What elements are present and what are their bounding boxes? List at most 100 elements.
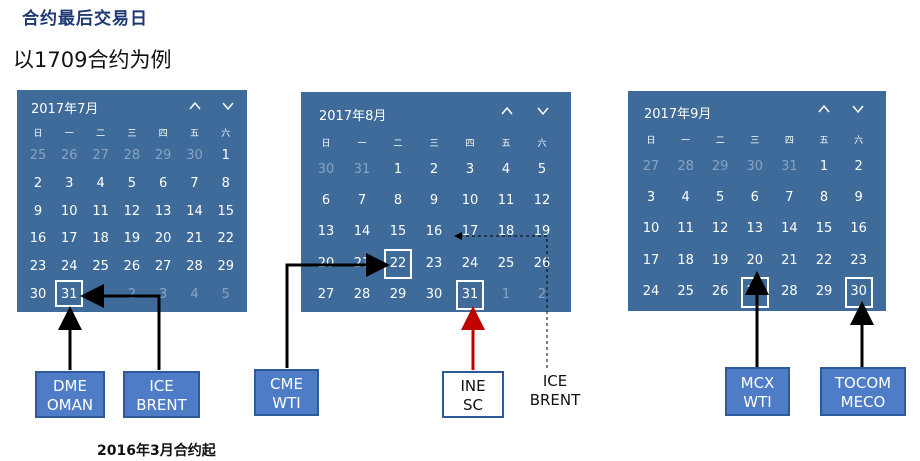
calendar-day[interactable]: 30	[186, 148, 203, 163]
calendar-day[interactable]: 19	[711, 252, 729, 268]
calendar-day[interactable]: 4	[190, 287, 199, 302]
calendar-day[interactable]: 25	[497, 255, 515, 271]
calendar-day[interactable]: 18	[677, 252, 694, 268]
calendar-day[interactable]: 14	[353, 224, 371, 240]
chevron-up-icon[interactable]	[818, 103, 830, 115]
calendar-day[interactable]: 25	[92, 259, 109, 275]
calendar-day[interactable]: 5	[221, 287, 230, 302]
calendar-day[interactable]: 13	[317, 224, 335, 240]
calendar-day[interactable]: 31	[61, 287, 78, 302]
chevron-up-icon[interactable]	[189, 100, 201, 112]
calendar-day[interactable]: 1	[393, 162, 403, 177]
calendar-day[interactable]: 13	[154, 203, 172, 219]
calendar-day[interactable]: 23	[425, 255, 443, 271]
calendar-day[interactable]: 27	[642, 159, 660, 174]
calendar-day[interactable]: 2	[854, 159, 863, 174]
calendar-day[interactable]: 8	[221, 175, 230, 191]
calendar-day[interactable]: 10	[61, 203, 78, 219]
calendar-day[interactable]: 16	[29, 231, 47, 247]
calendar-day[interactable]: 29	[815, 283, 833, 299]
calendar-day[interactable]: 27	[317, 286, 335, 302]
calendar-day[interactable]: 6	[750, 190, 759, 206]
calendar-day[interactable]: 6	[321, 193, 331, 209]
calendar-day[interactable]: 25	[677, 283, 694, 299]
calendar-day[interactable]: 7	[190, 175, 199, 191]
calendar-day[interactable]: 26	[61, 148, 78, 163]
calendar-day[interactable]: 12	[533, 193, 551, 209]
calendar-day[interactable]: 29	[389, 286, 407, 302]
calendar-day[interactable]: 24	[461, 255, 479, 271]
calendar-day[interactable]: 15	[217, 203, 235, 219]
calendar-day[interactable]: 2	[537, 286, 547, 302]
calendar-day[interactable]: 28	[677, 159, 694, 174]
calendar-day[interactable]: 25	[29, 148, 47, 163]
calendar-day[interactable]: 28	[353, 286, 371, 302]
calendar-day[interactable]: 6	[159, 175, 168, 191]
calendar-day[interactable]: 5	[716, 190, 725, 206]
calendar-day[interactable]: 30	[850, 283, 867, 299]
calendar-day[interactable]: 15	[389, 224, 407, 240]
calendar-day[interactable]: 24	[61, 259, 78, 275]
calendar-day[interactable]: 17	[642, 252, 660, 268]
calendar-day[interactable]: 20	[154, 231, 172, 247]
calendar-day[interactable]: 22	[815, 252, 833, 268]
calendar-day[interactable]: 21	[186, 231, 203, 247]
calendar-day[interactable]: 26	[533, 255, 551, 271]
calendar-day[interactable]: 18	[92, 231, 109, 247]
calendar-day[interactable]: 8	[393, 193, 403, 209]
calendar-day[interactable]: 5	[537, 162, 547, 177]
calendar-day[interactable]: 3	[646, 190, 656, 206]
calendar-day[interactable]: 30	[746, 159, 764, 174]
calendar-day[interactable]: 30	[425, 286, 443, 302]
chevron-down-icon[interactable]	[852, 103, 864, 115]
calendar-day[interactable]: 14	[781, 221, 798, 237]
calendar-day[interactable]: 23	[850, 252, 867, 268]
chevron-up-icon[interactable]	[501, 105, 513, 117]
calendar-day[interactable]: 23	[29, 259, 47, 275]
calendar-day[interactable]: 19	[123, 231, 141, 247]
calendar-day[interactable]: 27	[154, 259, 172, 275]
calendar-day[interactable]: 29	[154, 148, 172, 163]
calendar-day[interactable]: 3	[159, 287, 168, 302]
calendar-day[interactable]: 10	[461, 193, 479, 209]
calendar-day[interactable]: 22	[389, 255, 407, 271]
calendar-day[interactable]: 5	[127, 175, 137, 191]
calendar-day[interactable]: 16	[425, 224, 443, 240]
calendar-day[interactable]: 4	[96, 175, 105, 191]
calendar-day[interactable]: 17	[61, 231, 78, 247]
calendar-day[interactable]: 11	[92, 203, 109, 219]
calendar-day[interactable]: 1	[221, 148, 230, 163]
calendar-day[interactable]: 14	[186, 203, 203, 219]
calendar-day[interactable]: 13	[746, 221, 764, 237]
calendar-day[interactable]: 7	[785, 190, 794, 206]
chevron-down-icon[interactable]	[537, 105, 549, 117]
calendar-day[interactable]: 30	[317, 162, 335, 177]
calendar-day[interactable]: 12	[123, 203, 141, 219]
calendar-day[interactable]: 2	[33, 175, 43, 191]
calendar-day[interactable]: 3	[65, 175, 74, 191]
calendar-day[interactable]: 11	[677, 221, 694, 237]
calendar-day[interactable]: 12	[711, 221, 729, 237]
calendar-day[interactable]: 8	[819, 190, 829, 206]
calendar-day[interactable]: 9	[429, 193, 439, 209]
calendar-day[interactable]: 20	[746, 252, 764, 268]
calendar-day[interactable]: 29	[217, 259, 235, 275]
calendar-day[interactable]: 28	[123, 148, 141, 163]
calendar-day[interactable]: 22	[217, 231, 235, 247]
calendar-day[interactable]: 26	[123, 259, 141, 275]
calendar-day[interactable]: 31	[781, 159, 798, 174]
calendar-day[interactable]: 7	[357, 193, 367, 209]
calendar-day[interactable]: 31	[461, 286, 479, 302]
calendar-day[interactable]: 26	[711, 283, 729, 299]
calendar-day[interactable]: 9	[854, 190, 863, 206]
calendar-day[interactable]: 15	[815, 221, 833, 237]
calendar-day[interactable]: 3	[465, 162, 475, 177]
calendar-day[interactable]: 30	[29, 287, 47, 302]
calendar-day[interactable]: 31	[353, 162, 371, 177]
calendar-day[interactable]: 21	[781, 252, 798, 268]
calendar-day[interactable]: 20	[317, 255, 335, 271]
calendar-day[interactable]: 9	[33, 203, 43, 219]
calendar-day[interactable]: 11	[497, 193, 515, 209]
calendar-day[interactable]: 28	[186, 259, 203, 275]
calendar-day[interactable]: 4	[501, 162, 511, 177]
